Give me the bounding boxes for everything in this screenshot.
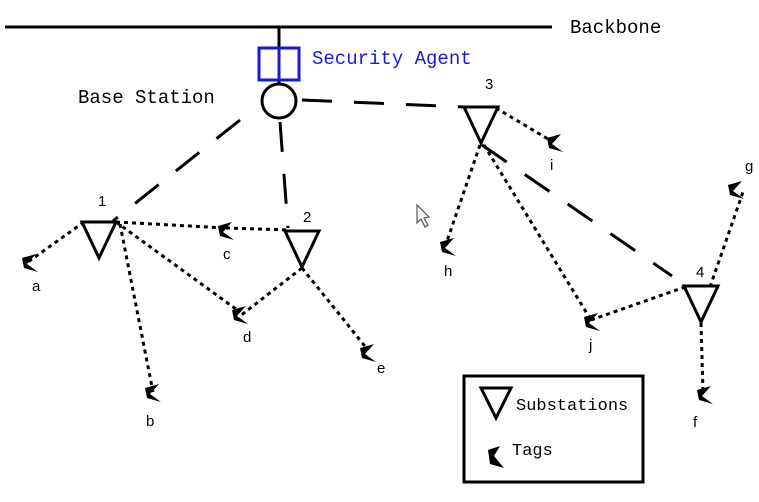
- link-substation-3-to-4: [481, 143, 673, 278]
- legend-tag-icon: [488, 446, 504, 468]
- link-2-to-d: [239, 266, 303, 318]
- tag-c-label: c: [223, 246, 231, 263]
- substation-1-icon: [79, 220, 119, 262]
- tag-i-icon: [547, 134, 563, 152]
- substation-2-label: 2: [303, 209, 311, 226]
- link-1-to-b: [118, 223, 155, 393]
- link-1-to-c: [115, 220, 227, 230]
- link-base-to-substation-2: [278, 121, 290, 229]
- substation-1-label: 1: [98, 193, 106, 210]
- tag-i-label: i: [550, 157, 553, 174]
- link-j-to-4: [590, 285, 686, 322]
- link-2-to-e: [300, 267, 370, 351]
- tag-g-label: g: [745, 158, 753, 175]
- tag-c-icon: [218, 222, 234, 240]
- substation-4-icon: [681, 284, 721, 326]
- link-4-to-g: [708, 191, 745, 288]
- tag-h-label: h: [444, 263, 452, 280]
- link-base-to-substation-1: [112, 118, 241, 223]
- link-3-to-h: [444, 144, 482, 245]
- tag-g-icon: [728, 181, 744, 199]
- base-station-label: Base Station: [78, 87, 215, 109]
- tag-f-label: f: [693, 414, 698, 431]
- tag-d-icon: [232, 306, 248, 324]
- substation-3-icon: [461, 105, 501, 147]
- link-1-to-d: [115, 220, 241, 314]
- tag-a-label: a: [32, 278, 41, 295]
- security-agent-label: Security Agent: [312, 48, 472, 70]
- legend: Substations Tags: [462, 374, 645, 484]
- link-base-to-substation-3: [301, 98, 466, 109]
- tag-f-icon: [697, 386, 713, 404]
- substation-4-label: 4: [696, 264, 704, 281]
- tag-b-label: b: [146, 413, 154, 430]
- substation-2-icon: [282, 229, 322, 271]
- link-c-to-2: [225, 226, 289, 232]
- tag-j-label: j: [588, 337, 592, 354]
- tag-e-icon: [360, 344, 376, 362]
- tag-j-icon: [584, 313, 600, 331]
- tag-d-label: d: [243, 329, 251, 346]
- tag-e-label: e: [377, 360, 385, 377]
- substation-3-label: 3: [485, 76, 493, 93]
- link-3-to-i: [495, 106, 554, 144]
- mouse-cursor-icon: [416, 203, 431, 228]
- base-station-icon: [260, 82, 298, 120]
- security-agent-icon: [257, 46, 301, 82]
- link-1-to-a: [27, 220, 85, 264]
- tag-h-icon: [440, 238, 456, 256]
- backbone-label: Backbone: [570, 17, 661, 39]
- link-3-to-j: [482, 144, 593, 321]
- tag-a-icon: [22, 254, 38, 272]
- legend-substation-icon: [478, 386, 514, 422]
- tag-b-icon: [145, 384, 161, 402]
- legend-tags-label: Tags: [512, 442, 553, 461]
- legend-substations-label: Substations: [516, 397, 628, 416]
- link-4-to-f: [699, 322, 705, 393]
